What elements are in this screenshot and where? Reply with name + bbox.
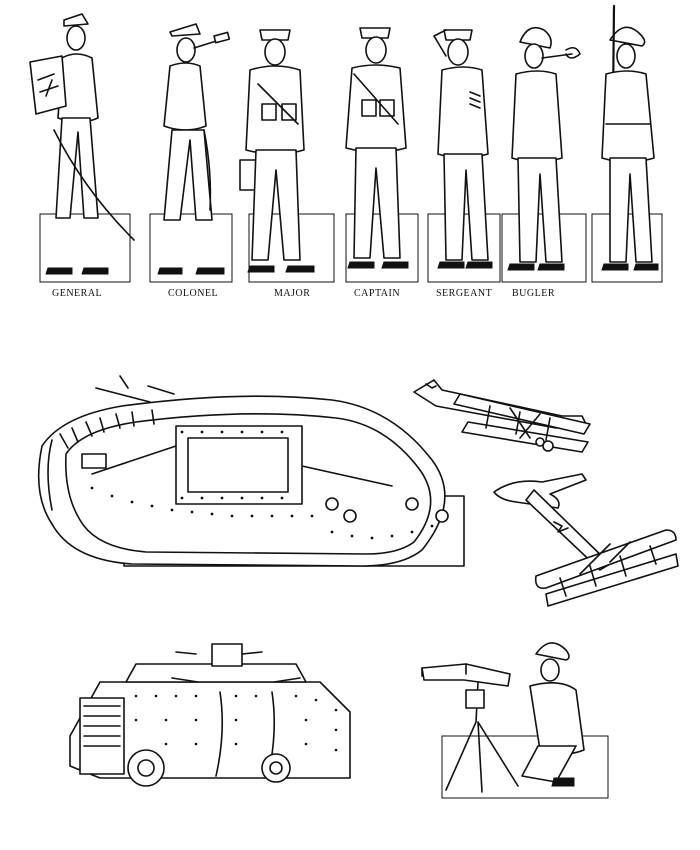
label-colonel: COLONEL [168, 288, 219, 299]
plane-top-view-drawing [493, 473, 679, 607]
label-bugler: BUGLER [512, 288, 555, 299]
machine-gunner-drawing [421, 642, 609, 799]
label-sergeant: SERGEANT [436, 288, 493, 299]
armored-car-drawing [69, 643, 351, 787]
bugler-figure [507, 26, 581, 271]
captain-figure [345, 27, 409, 269]
tank-drawing [37, 375, 465, 567]
biplane-drawing [413, 379, 591, 453]
general-figure [29, 13, 135, 275]
label-major: MAJOR [274, 288, 311, 299]
major-figure [239, 29, 315, 273]
sergeant-figure [433, 29, 493, 269]
rifleman-figure [601, 4, 659, 271]
label-general: GENERAL [52, 288, 103, 299]
colonel-figure [157, 23, 231, 275]
soldiers-row [29, 4, 663, 283]
stand-bases [39, 213, 663, 283]
label-captain: CAPTAIN [354, 288, 401, 299]
